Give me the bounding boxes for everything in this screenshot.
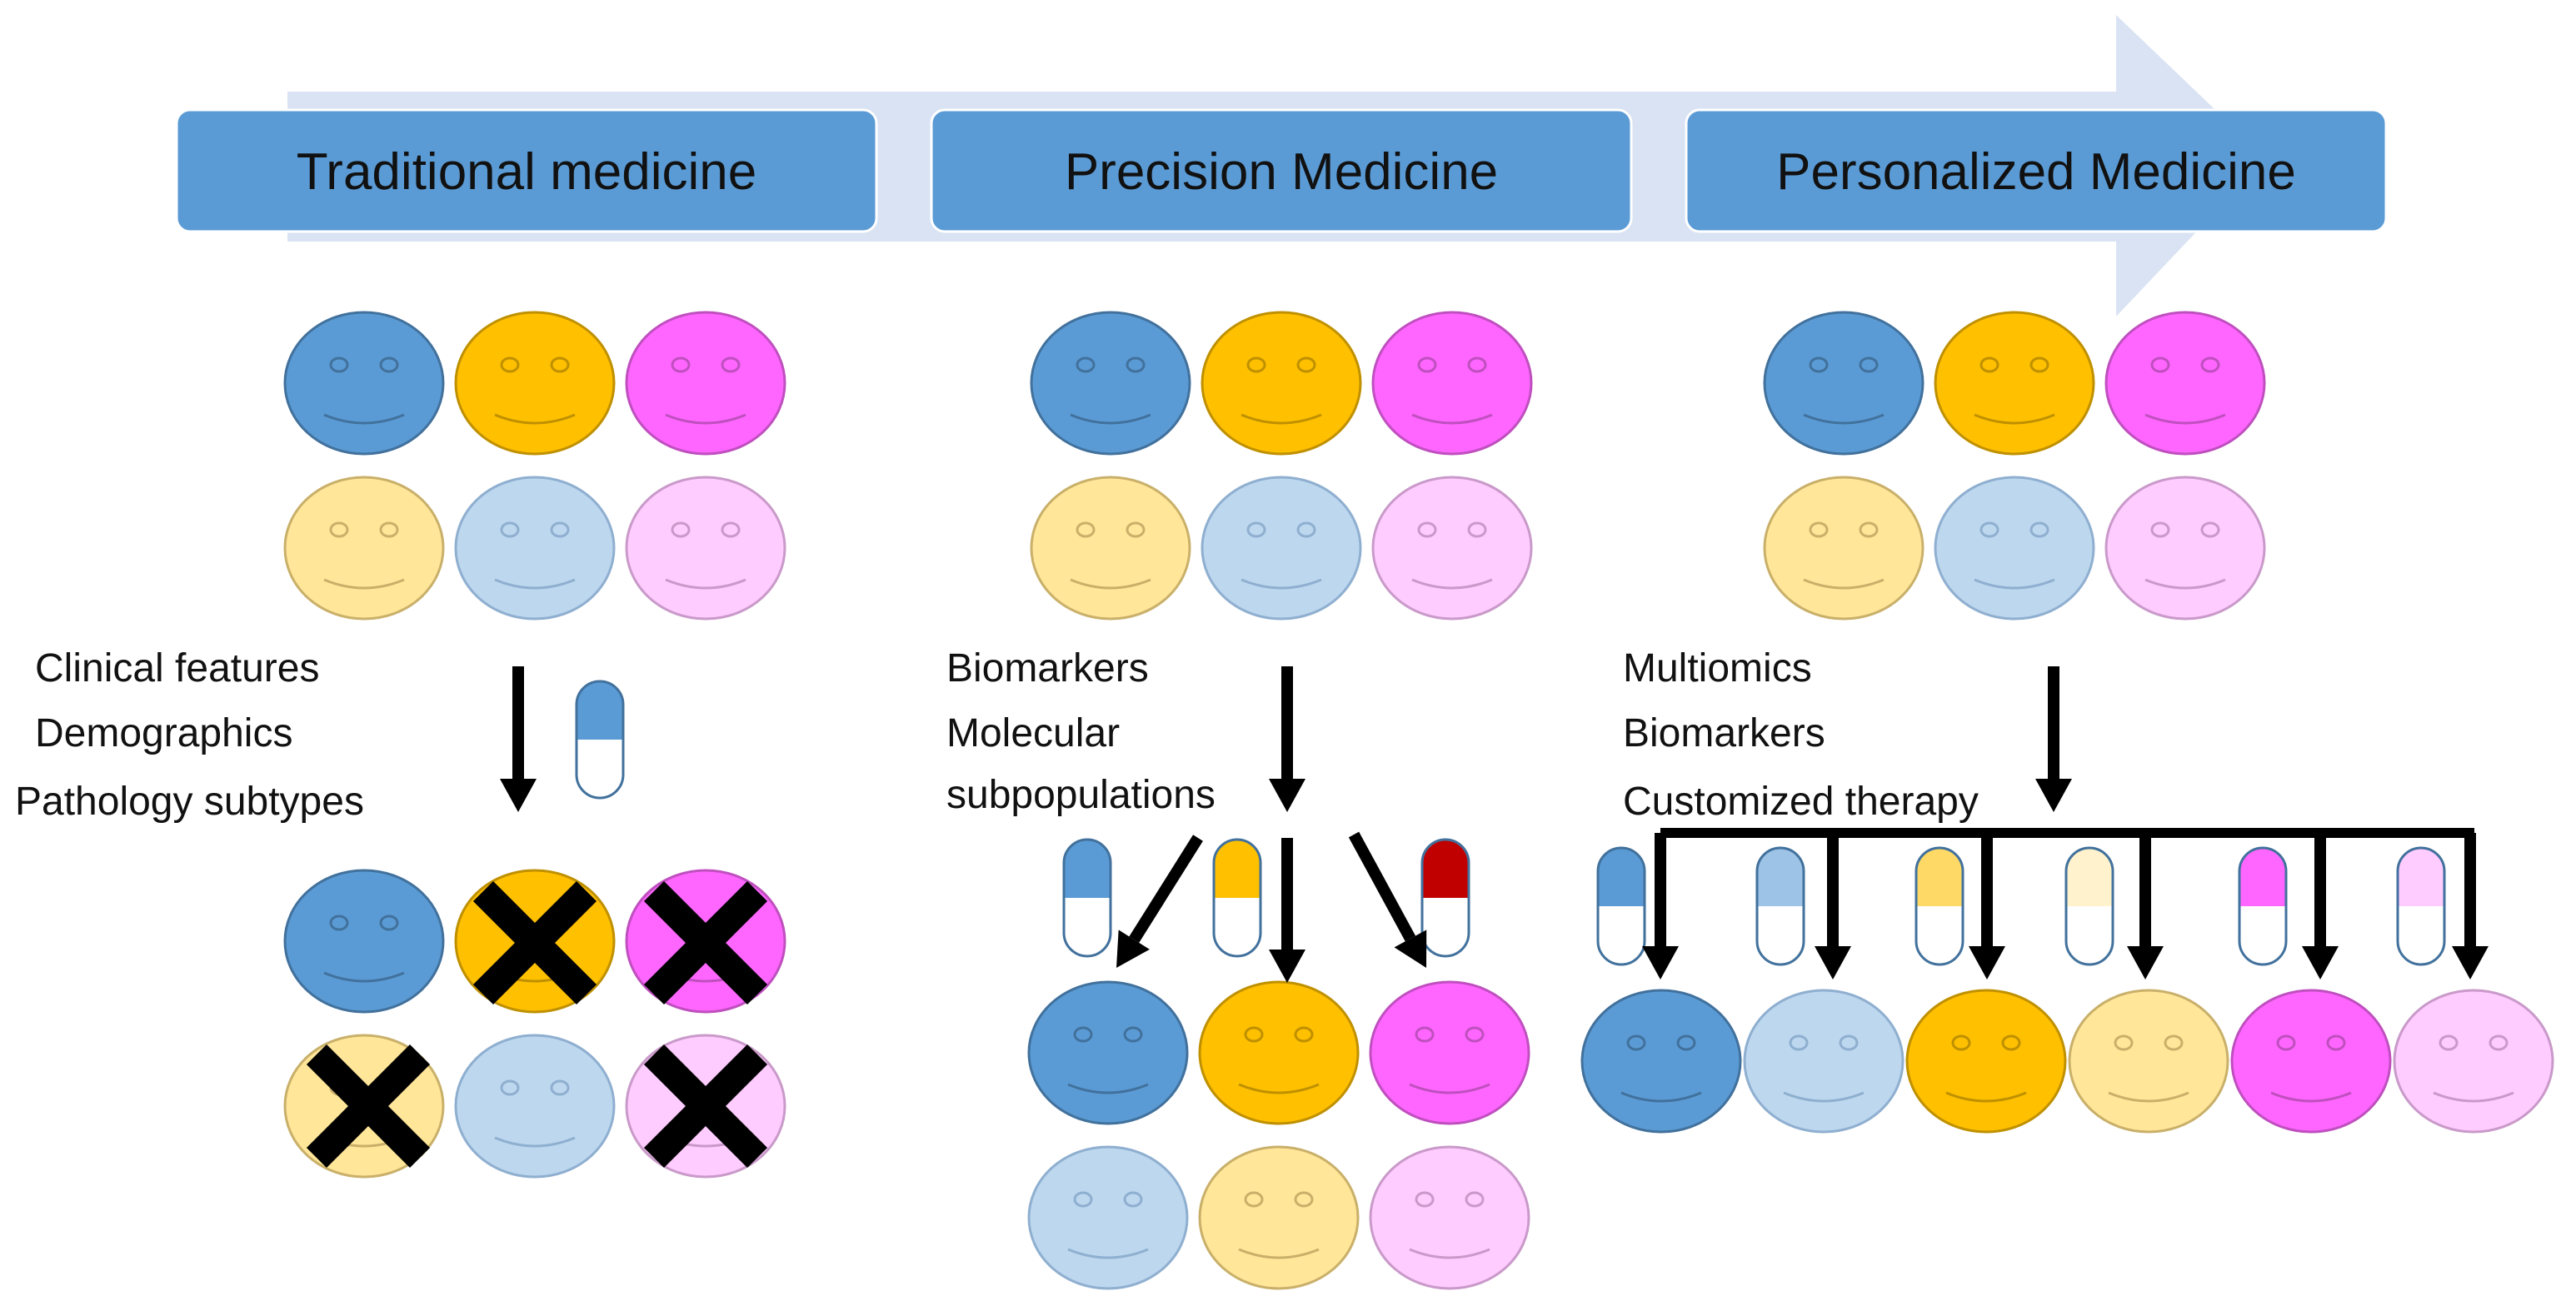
smiley-face-icon xyxy=(1369,980,1530,1125)
smiley-face-icon xyxy=(1763,476,1925,621)
header-label-personalized: Personalized Medicine xyxy=(1776,143,2296,201)
x-mark-icon xyxy=(643,880,768,1005)
header-box-traditional xyxy=(175,108,878,233)
x-mark-icon xyxy=(643,1044,768,1169)
smiley-face-icon xyxy=(1580,989,1742,1134)
smiley-face-icon xyxy=(1371,311,1533,456)
patient-faces xyxy=(283,311,2554,1290)
smiley-face-icon xyxy=(1743,989,1905,1134)
flow-arrows xyxy=(500,666,2489,983)
smiley-face-icon xyxy=(2393,989,2554,1134)
smiley-face-icon xyxy=(283,869,445,1014)
smiley-face-icon xyxy=(454,311,616,456)
capsule-icon xyxy=(1915,846,1964,966)
down-arrow-icon xyxy=(2035,666,2072,812)
smiley-face-icon xyxy=(1763,311,1925,456)
criteria-item: Multiomics xyxy=(1623,646,1812,690)
smiley-face-icon xyxy=(1198,1145,1360,1290)
smiley-face-icon xyxy=(283,476,445,621)
criteria-traditional: Clinical features Demographics Pathology… xyxy=(15,646,364,824)
criteria-item: Biomarkers xyxy=(1623,711,1825,755)
capsule-icon xyxy=(2064,846,2114,966)
down-arrow-icon xyxy=(1269,838,1305,983)
capsule-icon xyxy=(1596,846,1646,966)
down-arrow-icon xyxy=(2452,833,2489,980)
criteria-item: Demographics xyxy=(35,711,292,755)
smiley-face-icon xyxy=(625,476,786,621)
criteria-item: Pathology subtypes xyxy=(15,780,364,824)
header-label-traditional: Traditional medicine xyxy=(297,143,757,201)
smiley-face-icon xyxy=(1201,311,1362,456)
header-label-precision: Precision Medicine xyxy=(1065,143,1498,201)
smiley-face-icon xyxy=(454,476,616,621)
smiley-face-icon xyxy=(1030,476,1191,621)
x-mark-icon xyxy=(306,1044,431,1169)
capsule-icon xyxy=(2238,846,2288,966)
down-arrow-icon xyxy=(500,666,537,812)
smiley-face-icon xyxy=(1198,980,1360,1125)
down-arrow-icon xyxy=(1348,831,1427,968)
smiley-face-icon xyxy=(1201,476,1362,621)
non-responder-marks xyxy=(306,880,768,1169)
smiley-face-icon xyxy=(2104,311,2266,456)
smiley-face-icon xyxy=(1027,1145,1189,1290)
capsule-icon xyxy=(2396,846,2446,966)
smiley-face-icon xyxy=(1934,311,2095,456)
capsule-icon xyxy=(1062,838,1112,958)
header-box-precision xyxy=(930,108,1633,233)
down-arrow-icon xyxy=(1116,835,1203,968)
smiley-face-icon xyxy=(2068,989,2229,1134)
capsule-icon xyxy=(1755,846,1805,966)
criteria-item: subpopulations xyxy=(946,773,1216,817)
smiley-face-icon xyxy=(1371,476,1533,621)
capsule-icon xyxy=(575,680,625,800)
criteria-item: Clinical features xyxy=(35,646,319,690)
stage-personalized: Personalized Medicine xyxy=(1685,108,2388,233)
smiley-face-icon xyxy=(454,1034,616,1179)
smiley-face-icon xyxy=(1934,476,2095,621)
smiley-face-icon xyxy=(1030,311,1191,456)
stage-precision: Precision Medicine xyxy=(930,108,1633,233)
capsule-icon xyxy=(1212,838,1262,958)
smiley-face-icon xyxy=(2104,476,2266,621)
criteria-item: Molecular xyxy=(946,711,1120,755)
down-arrow-icon xyxy=(2302,833,2339,980)
smiley-face-icon xyxy=(1369,1145,1530,1290)
down-arrow-icon xyxy=(1269,666,1305,812)
stage-traditional: Traditional medicine xyxy=(175,108,878,233)
criteria-item: Biomarkers xyxy=(946,646,1149,690)
smiley-face-icon xyxy=(1027,980,1189,1125)
down-arrow-icon xyxy=(2127,833,2164,980)
criteria-precision: Biomarkers Molecular subpopulations xyxy=(946,646,1216,817)
x-mark-icon xyxy=(472,880,597,1005)
criteria-item: Customized therapy xyxy=(1623,780,1979,824)
criteria-personalized: Multiomics Biomarkers Customized therapy xyxy=(1623,646,1979,824)
drug-capsules xyxy=(575,680,2446,966)
smiley-face-icon xyxy=(1905,989,2067,1134)
capsule-icon xyxy=(1420,838,1470,958)
smiley-face-icon xyxy=(625,311,786,456)
down-arrow-icon xyxy=(1969,833,2005,980)
smiley-face-icon xyxy=(2230,989,2392,1134)
down-arrow-icon xyxy=(1815,833,1851,980)
smiley-face-icon xyxy=(283,311,445,456)
header-box-personalized xyxy=(1685,108,2388,233)
down-arrow-icon xyxy=(1642,833,1679,980)
